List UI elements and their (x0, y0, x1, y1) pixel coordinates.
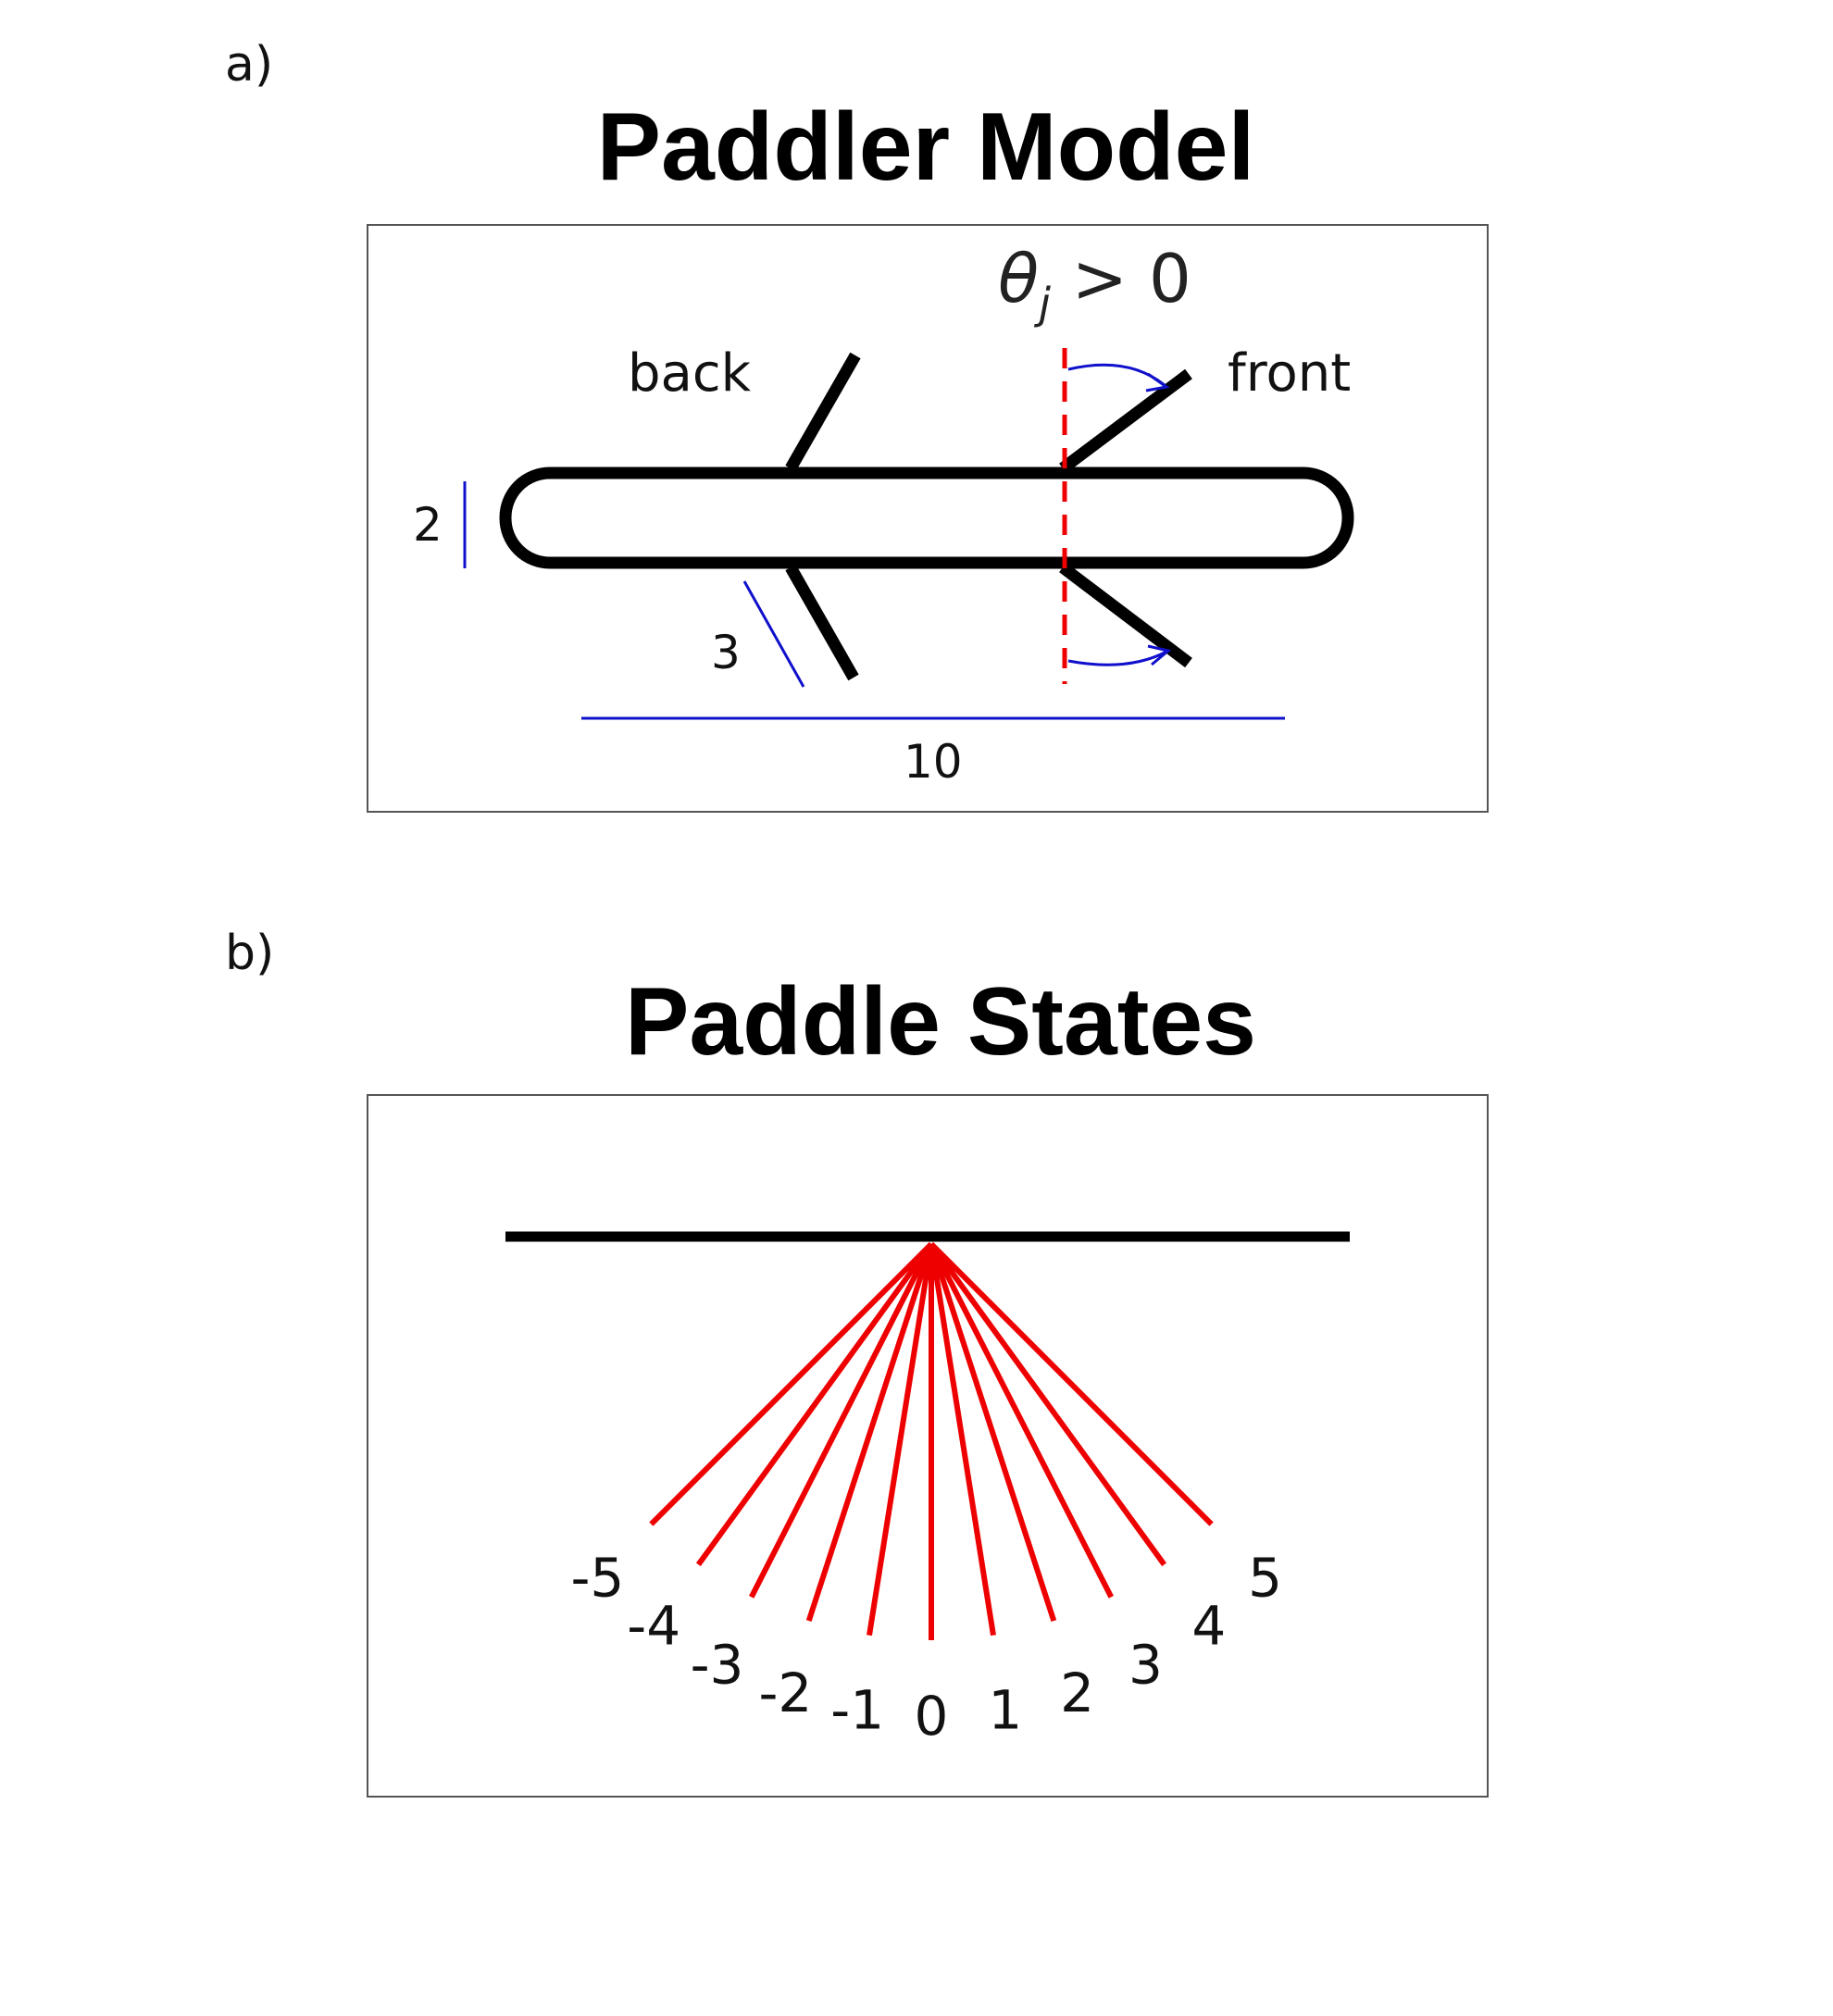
paddle-state-label-1: 1 (988, 1679, 1022, 1742)
theta-label: θj > 0 (998, 240, 1191, 329)
panel-b-title: Paddle States (624, 968, 1257, 1076)
theta-symbol: θ (998, 240, 1039, 317)
state-lines-group (649, 1241, 1214, 1640)
paddle-state-label--3: -3 (691, 1633, 744, 1696)
back-paddle-top (785, 352, 861, 472)
paddle-state-line-2 (929, 1243, 1057, 1623)
panel-a-label: a) (225, 37, 274, 93)
dim-line-paddle (742, 580, 805, 688)
paddle-state-label--2: -2 (758, 1661, 812, 1724)
paddle-state-label-0: 0 (915, 1685, 949, 1748)
paddle-state-label-3: 3 (1128, 1633, 1163, 1696)
paddle-state-label-4: 4 (1191, 1595, 1226, 1658)
paddle-state-line--1 (867, 1243, 934, 1636)
front-paddle-bottom (1059, 562, 1192, 668)
angle-arrowhead-bottom (1147, 644, 1172, 666)
front-label: front (1228, 343, 1351, 404)
dim-label-length: 10 (904, 735, 963, 789)
paddle-state-label-2: 2 (1060, 1661, 1094, 1724)
panel-a-title: Paddler Model (596, 93, 1255, 201)
paddle-state-label--1: -1 (830, 1679, 884, 1742)
paddle-state-label--4: -4 (627, 1595, 680, 1658)
paddle-state-label--5: -5 (570, 1547, 624, 1610)
angle-arrowhead-top (1145, 372, 1170, 392)
paddle-state-line-3 (929, 1242, 1114, 1599)
dim-label-paddle: 3 (711, 626, 741, 679)
paddle-state-label-5: 5 (1248, 1547, 1282, 1610)
theta-inequality: > 0 (1051, 240, 1191, 317)
panel-b-label: b) (225, 926, 275, 981)
paddle-state-line-1 (929, 1243, 996, 1636)
paddler-model-diagram: θj > 0 back front 2 3 10 (413, 240, 1354, 789)
front-paddle-top (1059, 368, 1192, 474)
dim-label-height: 2 (413, 498, 443, 552)
back-label: back (628, 343, 752, 404)
back-paddle-bottom (785, 564, 859, 681)
panel-a-frame: θj > 0 back front 2 3 10 (367, 224, 1489, 813)
paddler-body (499, 467, 1354, 569)
paddle-state-line-4 (929, 1242, 1167, 1567)
paddle-state-line--2 (805, 1243, 934, 1623)
paddle-state-line-5 (929, 1241, 1214, 1526)
paddle-state-line--5 (649, 1241, 934, 1526)
paddle-state-line--4 (695, 1242, 934, 1567)
paddle-state-line--3 (749, 1242, 934, 1599)
angle-arrow-bottom (1067, 650, 1167, 666)
